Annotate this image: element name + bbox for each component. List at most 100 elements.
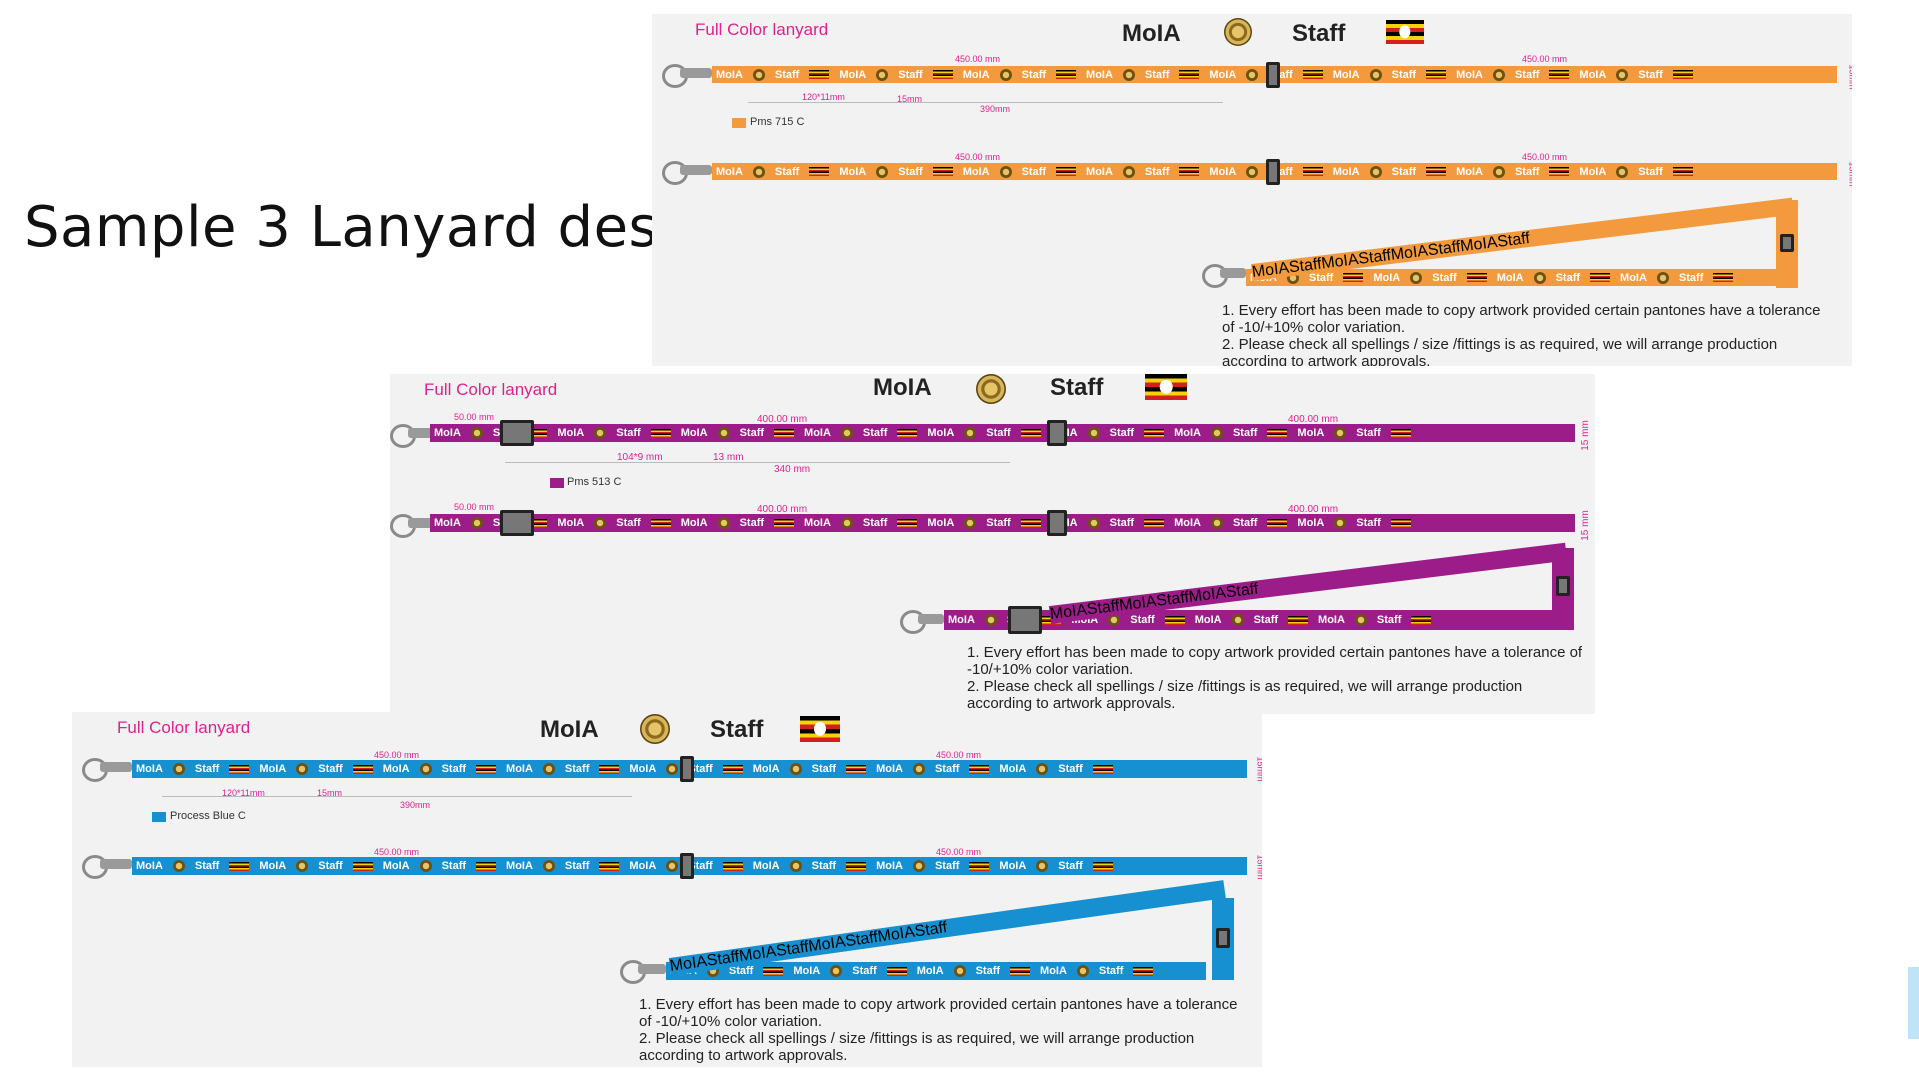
dim-line <box>162 796 632 797</box>
clip-bar <box>680 165 712 175</box>
buckle <box>1556 576 1570 596</box>
side-tab <box>1908 967 1919 1039</box>
uganda-flag-icon <box>846 764 867 774</box>
strap-text-moia: MoIA <box>1456 165 1483 178</box>
uganda-flag-icon <box>352 764 373 774</box>
strap-text-moia: MoIA <box>136 763 163 775</box>
strap-text-staff: Staff <box>986 517 1011 529</box>
strap-text-moia: MoIA <box>807 933 847 956</box>
buckle <box>680 756 694 782</box>
swatch-label: Pms 513 C <box>567 476 622 488</box>
buckle <box>1266 62 1280 88</box>
seal-icon <box>1334 427 1347 439</box>
strap-text-staff: Staff <box>318 860 343 872</box>
strap-text-moia: MoIA <box>999 860 1027 872</box>
strap-text-moia: MoIA <box>1086 68 1113 81</box>
seal-icon <box>752 68 765 81</box>
dim-half-length-2: 400.00 mm <box>1288 414 1339 425</box>
buckle <box>1047 420 1067 446</box>
strap-text-moia: MoIA <box>1579 165 1607 178</box>
strap-text-moia: MoIA <box>1318 614 1345 626</box>
uganda-flag-icon <box>932 70 953 79</box>
header-staff: Staff <box>1050 374 1104 401</box>
strap-text-moia: MoIA <box>680 427 708 439</box>
uganda-flag-icon <box>1302 70 1323 79</box>
strap-text-staff: Staff <box>1058 763 1083 775</box>
strap-text-staff: Staff <box>1253 614 1279 626</box>
dim-half-length: 400.00 mm <box>757 414 808 425</box>
dim-logo: 120*11mm <box>802 92 845 102</box>
strap-text-moia: MoIA <box>839 165 867 178</box>
strap-text-moia: MoIA <box>629 763 657 775</box>
dim-repeat: 340 mm <box>774 464 811 475</box>
strap-text-staff: Staff <box>1514 165 1540 178</box>
strap-text-staff: Staff <box>898 68 923 81</box>
uganda-flag-icon <box>1466 273 1487 282</box>
uganda-flag-icon <box>846 861 867 871</box>
seal-icon <box>964 427 977 439</box>
seal-icon <box>666 860 679 872</box>
clip-bar <box>408 428 432 438</box>
seal-icon <box>876 165 889 178</box>
uganda-flag-icon <box>650 428 671 438</box>
header-moia: MoIA <box>873 374 932 401</box>
dim-repeat: 390mm <box>980 104 1011 114</box>
strap-text-moia: MoIA <box>1389 241 1429 264</box>
strap-text-staff: Staff <box>913 919 949 941</box>
strap-text-moia: MoIA <box>1297 517 1325 529</box>
seal-icon <box>1616 165 1629 178</box>
seal-icon <box>876 68 889 81</box>
strap-text-moia: MoIA <box>876 923 916 946</box>
uganda-flag-icon <box>1020 518 1041 528</box>
strap-text-staff: Staff <box>1224 580 1260 602</box>
strap-text-staff: Staff <box>1232 427 1258 439</box>
seal-icon <box>666 763 679 775</box>
strap-text-staff: Staff <box>728 965 754 977</box>
seal-icon <box>594 517 607 529</box>
seal-icon <box>1246 165 1259 178</box>
strap-text-moia: MoIA <box>839 68 867 81</box>
strap-text-moia: MoIA <box>1373 271 1401 284</box>
strap-text-staff: Staff <box>811 763 837 775</box>
uganda-flag-icon <box>1390 518 1411 528</box>
header-staff: Staff <box>1292 20 1346 47</box>
seal-icon <box>717 517 730 529</box>
strap-text-staff: Staff <box>616 517 641 529</box>
buckle <box>1008 606 1042 634</box>
buckle <box>500 510 534 536</box>
strap-text-moia: MoIA <box>1332 68 1360 81</box>
strap-text-moia: MoIA <box>876 763 903 775</box>
strap-text-staff: Staff <box>1109 427 1135 439</box>
strap-text-staff: Staff <box>1109 517 1135 529</box>
strap-text-moia: MoIA <box>382 860 410 872</box>
clip-bar <box>680 68 712 78</box>
dim-end: 50.00 mm <box>454 502 495 512</box>
uganda-flag-icon <box>1426 167 1447 176</box>
strap-text-moia: MoIA <box>1297 427 1325 439</box>
note-1: 1. Every effort has been made to copy ar… <box>967 644 1583 678</box>
seal-icon <box>470 427 483 439</box>
dim-half-length-2: 450.00 mm <box>936 750 982 760</box>
uganda-flag-icon <box>722 861 743 871</box>
strap-text-staff: Staff <box>1638 165 1663 178</box>
seal-icon <box>953 965 966 977</box>
lanyard-strap: MoIAStaffMoIAStaffMoIAStaffMoIAStaffMoIA… <box>430 514 1575 532</box>
seal-icon <box>752 165 765 178</box>
sheet-label: Full Color lanyard <box>424 380 558 399</box>
clip-bar <box>408 518 432 528</box>
seal-icon <box>1492 68 1505 81</box>
sheet-label: Full Color lanyard <box>117 718 251 737</box>
strap-text-moia: MoIA <box>1620 271 1647 284</box>
uganda-flag-icon <box>1144 518 1165 528</box>
header-moia: MoIA <box>1122 20 1181 47</box>
strap-text-staff: Staff <box>1638 68 1663 81</box>
note-2: 2. Please check all spellings / size /fi… <box>967 678 1523 712</box>
dim-gap: 15mm <box>317 788 343 798</box>
dim-gap: 15mm <box>897 94 923 104</box>
swatch-label: Pms 715 C <box>750 116 805 128</box>
dim-line <box>748 102 1223 103</box>
dim-line <box>505 462 1010 463</box>
uganda-flag-icon <box>1713 273 1734 282</box>
seal-icon <box>1087 427 1100 439</box>
